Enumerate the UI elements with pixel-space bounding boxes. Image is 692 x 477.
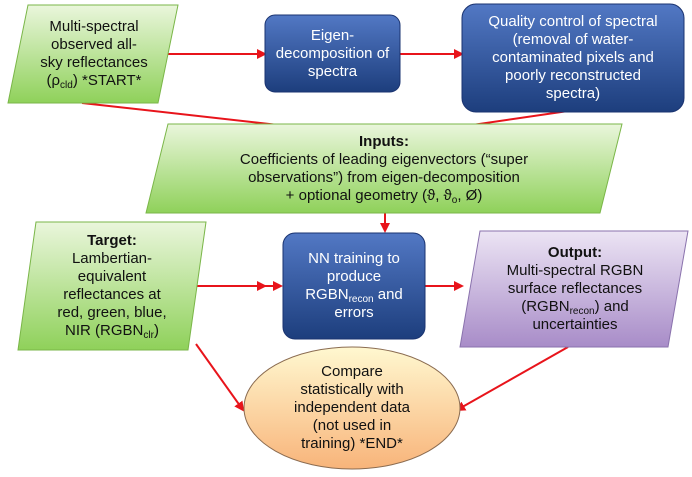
target-title: Target: (87, 232, 137, 249)
output-node-shape (459, 230, 689, 348)
target-node-shape (17, 221, 207, 351)
arrow-output-to-compare (455, 346, 569, 411)
inputs-node-shape (145, 123, 623, 214)
output-node-label: Output: Multi-spectral RGBN surface refl… (506, 244, 644, 333)
target-node-label: Target: Lambertian- equivalent reflectan… (57, 232, 167, 341)
output-title: Output: (547, 244, 603, 261)
observed-node-shape (7, 4, 179, 104)
compare-node-label: Compare statistically with independent d… (294, 363, 410, 452)
inputs-title: Inputs: (359, 133, 409, 150)
observed-node-label: Multi-spectral observed all- sky reflect… (40, 18, 148, 91)
eigen-node-shape (264, 14, 401, 93)
compare-node-shape (243, 346, 461, 470)
quality-node-shape (461, 3, 685, 113)
quality-node-label: Quality control of spectral (removal of … (488, 13, 658, 102)
arrow-target-to-compare (195, 343, 245, 412)
nn-node-shape (282, 232, 426, 340)
eigen-node-label: Eigen- decomposition of spectra (275, 26, 390, 80)
nn-node-label: NN training to produce RGBNrecon and err… (305, 250, 403, 321)
inputs-node-label: Inputs: Coefficients of leading eigenvec… (239, 133, 529, 206)
shapes (7, 3, 689, 470)
